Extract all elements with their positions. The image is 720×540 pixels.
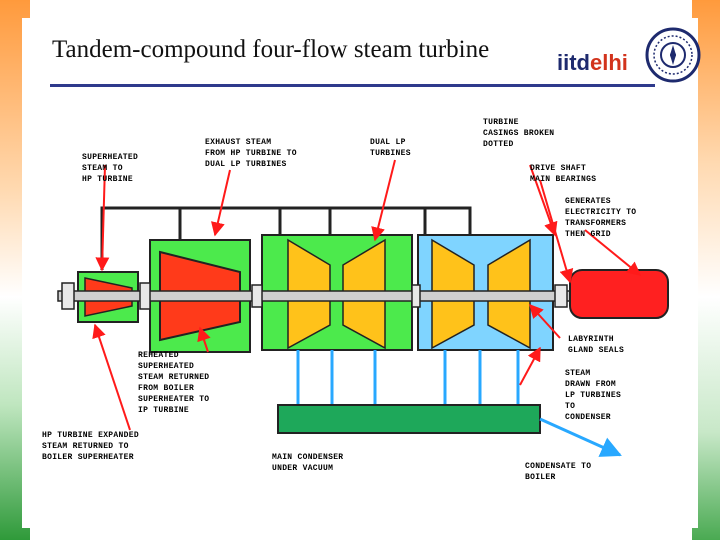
main-condenser [277,404,541,434]
label-main-condenser: MAIN CONDENSER UNDER VACUUM [272,453,344,473]
condensate-pipe [539,417,622,457]
turbine-diagram [57,159,669,457]
label-condensate: CONDENSATE TO BOILER [525,462,592,482]
label-reheated: REHEATED SUPERHEATED STEAM RETURNED FROM… [138,351,210,415]
institute-logo-text: iitdelhi [557,50,628,76]
institute-seal-icon [645,27,701,83]
logo-text-part2: elhi [590,50,628,75]
label-drive-shaft: DRIVE SHAFT MAIN BEARINGS [530,164,597,184]
logo-text-part1: iitd [557,50,590,75]
label-hp-expanded: HP TURBINE EXPANDED STEAM RETURNED TO BO… [42,431,139,462]
generator [569,269,669,319]
steam-to-condenser-pipes [296,350,520,405]
label-steam-drawn: STEAM DRAWN FROM LP TURBINES TO CONDENSE… [565,369,622,422]
label-pointers [92,159,642,431]
label-labyrinth: LABYRINTH GLAND SEALS [568,335,625,355]
title-rule [50,84,655,87]
label-superheated-steam: SUPERHEATED STEAM TO HP TURBINE [82,153,139,184]
drive-shaft [57,290,571,302]
label-dual-lp: DUAL LP TURBINES [370,138,411,158]
slide-title: Tandem-compound four-flow steam turbine [52,36,490,63]
label-casings: TURBINE CASINGS BROKEN DOTTED [483,118,555,149]
label-generates: GENERATES ELECTRICITY TO TRANSFORMERS TH… [565,197,637,239]
shaft-bearings [61,282,568,310]
label-exhaust-steam: EXHAUST STEAM FROM HP TURBINE TO DUAL LP… [205,138,297,169]
